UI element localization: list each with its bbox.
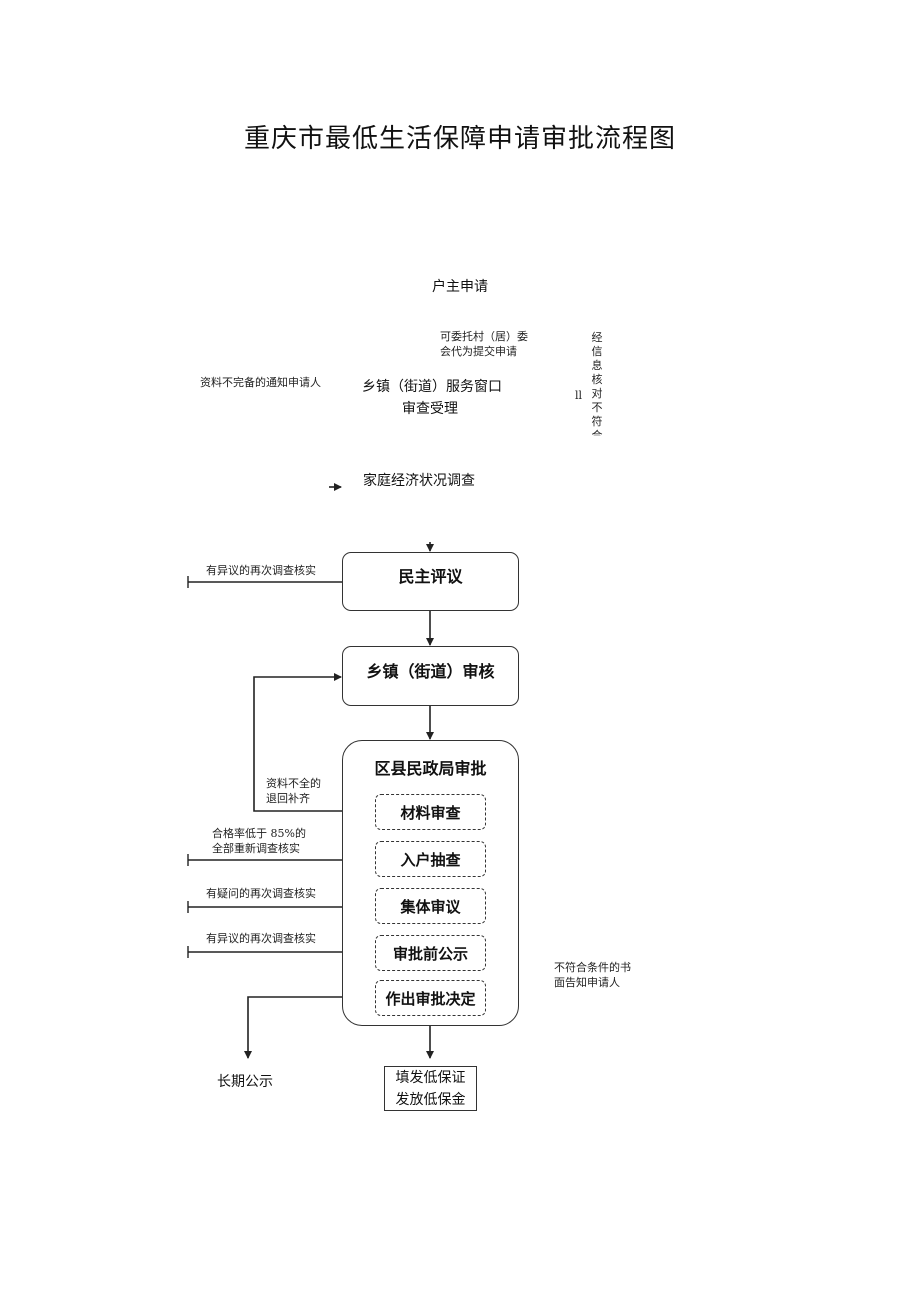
proxy-note-line1: 可委托村（居）委 bbox=[440, 330, 528, 343]
decision-box: 作出审批决定 bbox=[375, 980, 486, 1016]
step-survey: 家庭经济状况调查 bbox=[363, 473, 475, 489]
incomplete-notice: 资料不完备的通知申请人 bbox=[200, 376, 321, 389]
info-check-column: 经 信 息 核 对 不 符 合 bbox=[590, 331, 604, 436]
incomplete-return-note: 资料不全的 退回补齐 bbox=[266, 776, 321, 806]
step-apply: 户主申请 bbox=[432, 279, 488, 295]
dispute2-note: 有异议的再次调查核实 bbox=[206, 932, 316, 945]
township-review-label: 乡镇（街道）审核 bbox=[366, 662, 495, 681]
pass-rate-line2: 全部重新调查核实 bbox=[212, 842, 300, 855]
arrow-to-long-publicity bbox=[244, 996, 375, 1059]
info-check-char: 息 bbox=[591, 359, 603, 372]
township-review-box: 乡镇（街道）审核 bbox=[342, 646, 519, 706]
doubt-note: 有疑问的再次调查核实 bbox=[206, 887, 316, 900]
issue-line2: 发放低保金 bbox=[395, 1092, 466, 1108]
info-check-char: 不 bbox=[591, 401, 603, 414]
household-check-box: 入户抽查 bbox=[375, 841, 486, 877]
long-publicity-label: 长期公示 bbox=[217, 1074, 273, 1090]
info-check-char: 信 bbox=[591, 345, 603, 358]
democratic-review-label: 民主评议 bbox=[398, 567, 463, 586]
material-review-box: 材料审查 bbox=[375, 794, 486, 830]
incomplete-return-line1: 资料不全的 bbox=[266, 777, 321, 790]
reject-line1: 不符合条件的书 bbox=[554, 961, 631, 974]
info-check-char: 对 bbox=[591, 387, 603, 400]
separator-mark: ll bbox=[575, 389, 583, 402]
pre-publicity-box: 审批前公示 bbox=[375, 935, 486, 971]
info-check-char: 合 bbox=[591, 429, 603, 436]
district-approval-label: 区县民政局审批 bbox=[374, 759, 487, 778]
info-check-char: 符 bbox=[591, 415, 603, 428]
proxy-note-line2: 会代为提交申请 bbox=[440, 345, 517, 358]
incomplete-return-line2: 退回补齐 bbox=[266, 792, 310, 805]
reject-note: 不符合条件的书 面告知申请人 bbox=[554, 960, 631, 990]
window-line1: 乡镇（街道）服务窗口 bbox=[362, 379, 502, 395]
pass-rate-line1: 合格率低于 85%的 bbox=[212, 827, 306, 840]
democratic-review-box: 民主评议 bbox=[342, 552, 519, 611]
proxy-note: 可委托村（居）委 会代为提交申请 bbox=[440, 329, 528, 359]
window-line2: 审查受理 bbox=[402, 401, 458, 417]
pass-rate-note: 合格率低于 85%的 全部重新调查核实 bbox=[212, 826, 306, 856]
incomplete-loop bbox=[253, 673, 375, 812]
collective-review-box: 集体审议 bbox=[375, 888, 486, 924]
issue-certificate-box: 填发低保证 发放低保金 bbox=[384, 1066, 477, 1111]
page-title: 重庆市最低生活保障申请审批流程图 bbox=[243, 124, 676, 154]
dispute1-note: 有异议的再次调查核实 bbox=[206, 564, 316, 577]
district-approval-box: 区县民政局审批 bbox=[342, 740, 519, 1026]
reject-line2: 面告知申请人 bbox=[554, 976, 620, 989]
dispute1-line bbox=[187, 576, 343, 588]
issue-line1: 填发低保证 bbox=[395, 1070, 466, 1086]
info-check-char: 经 bbox=[591, 331, 603, 344]
info-check-char: 核 bbox=[591, 373, 603, 386]
